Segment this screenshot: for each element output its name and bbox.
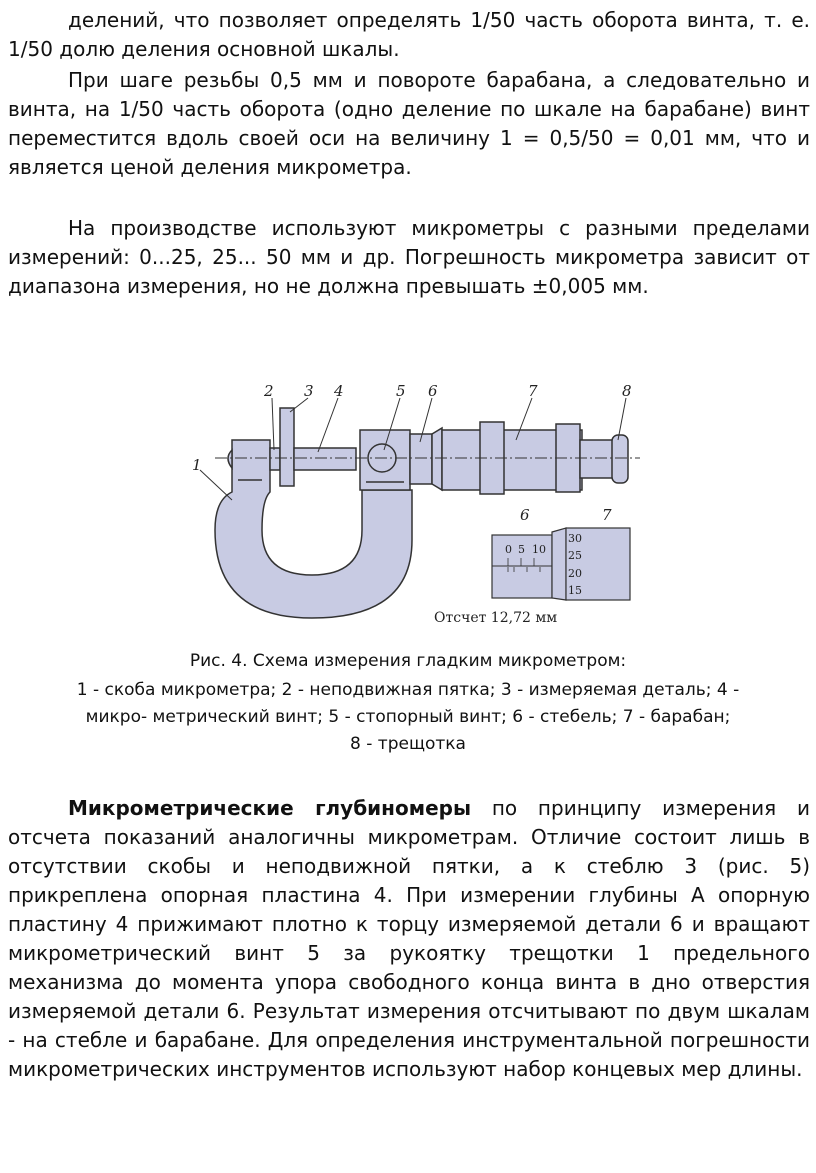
label-6: 6 <box>428 382 438 400</box>
stem-scale-0: 0 <box>505 543 512 556</box>
bold-term: Микрометрические глубиномеры <box>68 796 472 820</box>
inset-label-6: 6 <box>520 506 530 524</box>
label-2: 2 <box>263 382 274 400</box>
paragraph: делений, что позволяет определять 1/50 ч… <box>8 8 810 61</box>
stem-scale-10: 10 <box>532 543 546 556</box>
figure-caption-title: Рис. 4. Схема измерения гладким микромет… <box>189 651 627 671</box>
figure-caption-line: 1 - скоба микрометра; 2 - неподвижная пя… <box>76 680 740 700</box>
scale-inset <box>491 527 631 601</box>
label-1: 1 <box>192 456 202 474</box>
drum-scale-30: 30 <box>568 532 582 545</box>
figure-caption-line: микро- метрический винт; 5 - стопорный в… <box>85 707 731 727</box>
label-5: 5 <box>396 382 406 400</box>
stem-scale-5: 5 <box>518 543 525 556</box>
paragraph: На производстве используют микрометры с … <box>8 216 810 298</box>
drum-scale-20: 20 <box>568 567 582 580</box>
frame <box>214 439 413 619</box>
label-4: 4 <box>333 382 344 400</box>
measured-part <box>279 407 295 487</box>
label-8: 8 <box>622 382 632 400</box>
label-3: 3 <box>304 382 314 400</box>
micrometer-figure: 1 2 3 4 5 6 7 8 0 5 10 30 25 20 15 6 7 О… <box>192 382 640 626</box>
paragraph: Микрометрические глубиномеры по принципу… <box>8 796 810 1081</box>
inset-label-7: 7 <box>602 506 612 524</box>
figure-caption-line: 8 - трещотка <box>350 734 466 754</box>
drum-scale-25: 25 <box>568 549 582 562</box>
paragraph: При шаге резьбы 0,5 мм и повороте бараба… <box>8 68 810 179</box>
label-7: 7 <box>528 382 538 400</box>
drum-scale-15: 15 <box>568 584 582 597</box>
reading-label: Отсчет 12,72 мм <box>434 610 557 626</box>
